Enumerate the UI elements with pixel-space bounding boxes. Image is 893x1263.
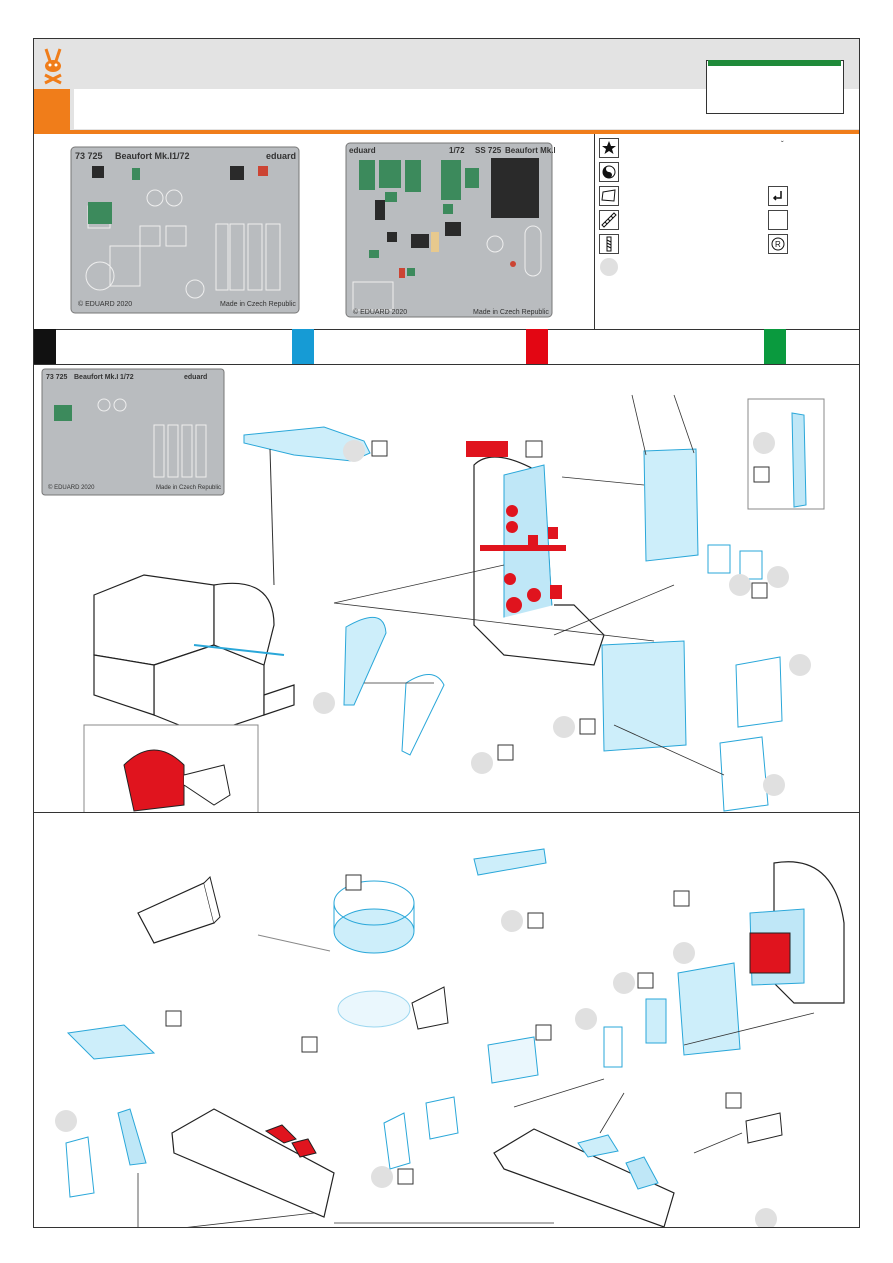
eduard-bunny-logo	[44, 48, 62, 85]
svg-text:73 725: 73 725	[46, 374, 68, 381]
fret-2-scale: 1/72	[449, 146, 465, 155]
kit-id-box	[706, 60, 844, 114]
svg-text:R: R	[775, 240, 781, 249]
section-1-diagram: 73 725 Beaufort Mk.I 1/72 eduard © EDUAR…	[41, 368, 825, 812]
color-bar	[34, 329, 859, 365]
color-swatch-black	[34, 329, 56, 364]
fret-2-drawing: eduard 1/72 SS 725 Beaufort Mk.I © EDUAR…	[345, 142, 555, 318]
fret-1-name: Beaufort Mk.I	[115, 151, 172, 161]
svg-text:© EDUARD 2020: © EDUARD 2020	[48, 484, 95, 491]
section-2-diagram	[55, 848, 845, 1227]
decal-paper-icon	[599, 186, 619, 206]
fold-icon	[768, 186, 788, 206]
star-icon	[599, 138, 619, 158]
color-swatch-red	[526, 329, 548, 364]
fret-2-name: Beaufort Mk.I	[505, 146, 555, 155]
kit-id-green-bar	[708, 60, 841, 66]
blank-icon	[768, 210, 788, 230]
legend-panel: ˇ R	[594, 134, 860, 329]
header-accent	[34, 89, 70, 131]
svg-text:Beaufort Mk.I: Beaufort Mk.I	[74, 374, 118, 381]
fret-2-origin: Made in Czech Republic	[473, 309, 549, 316]
red-color-chip	[466, 441, 508, 457]
fret-1-code: 73 725	[75, 151, 103, 161]
fret-1-scale: 1/72	[172, 151, 190, 161]
fret-2-brand: eduard	[349, 146, 376, 155]
fret-2-code: SS 725	[475, 146, 502, 155]
fret-1-brand: eduard	[266, 151, 296, 161]
svg-text:1/72: 1/72	[120, 374, 134, 381]
registered-icon: R	[768, 234, 788, 254]
fret-1-drawing: 73 725 Beaufort Mk.I 1/72 eduard © EDUAR…	[70, 146, 300, 314]
section-divider	[34, 812, 859, 813]
ruler-icon	[599, 210, 619, 230]
fret-2-copyright: © EDUARD 2020	[353, 308, 407, 316]
legend-mark: ˇ	[781, 140, 784, 149]
header-rule	[34, 130, 859, 134]
fret-1-copyright: © EDUARD 2020	[78, 300, 132, 308]
fret-thumbnail	[41, 368, 225, 496]
svg-text:eduard: eduard	[184, 374, 207, 381]
svg-text:Made in Czech Republic: Made in Czech Republic	[156, 485, 221, 491]
fret-1-origin: Made in Czech Republic	[220, 301, 296, 308]
instruction-sheet: 73 725 Beaufort Mk.I 1/72 eduard © EDUAR…	[33, 38, 860, 1228]
color-swatch-blue	[292, 329, 314, 364]
drill-icon	[599, 234, 619, 254]
frets-row: 73 725 Beaufort Mk.I 1/72 eduard © EDUAR…	[34, 134, 859, 330]
color-swatch-green	[764, 329, 786, 364]
yin-yang-icon	[599, 162, 619, 182]
legend-step-circle	[600, 258, 618, 276]
